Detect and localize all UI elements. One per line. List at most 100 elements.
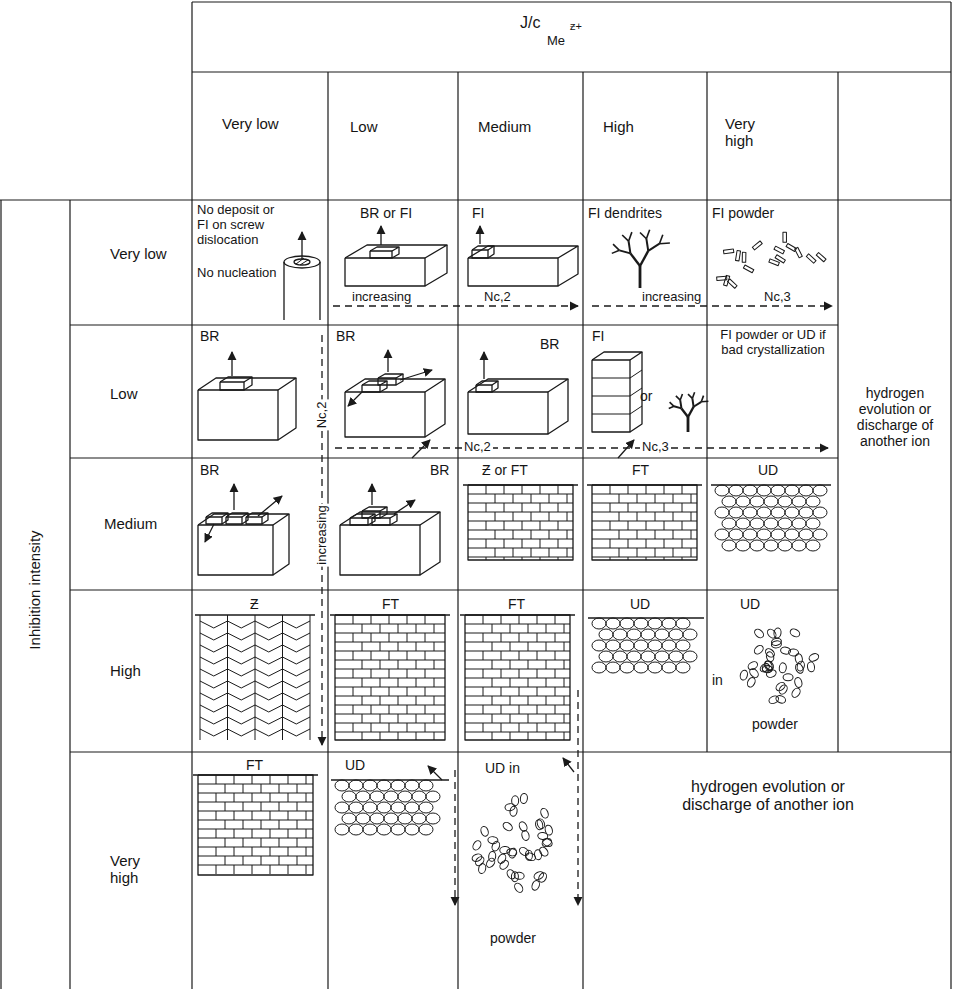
grain-boundary <box>610 539 611 548</box>
grain-boundary <box>353 651 354 660</box>
screw-dislocation-cylinder <box>319 262 320 320</box>
twin-chevron <box>255 717 283 724</box>
grain-ellipse <box>799 507 813 518</box>
grain-ellipse <box>599 629 613 640</box>
grain-boundary <box>513 530 514 539</box>
grain-ellipse <box>669 629 683 640</box>
grain-ellipse <box>377 824 391 835</box>
grain-boundary <box>252 775 253 784</box>
surface-line <box>331 779 449 780</box>
grain-boundary <box>398 624 399 633</box>
grain-ellipse <box>729 485 743 496</box>
crystal-block-front <box>345 392 425 437</box>
twin-chevron <box>200 693 228 700</box>
grain-boundary <box>492 714 493 723</box>
layer-line <box>335 714 445 715</box>
grain-ellipse <box>778 496 792 507</box>
grain-boundary <box>252 847 253 856</box>
layer-line <box>592 539 697 540</box>
grain-boundary <box>353 705 354 714</box>
grain-boundary <box>216 847 217 856</box>
cell-text: increasing <box>350 290 413 305</box>
cell-text: FI <box>472 205 484 221</box>
grain-boundary <box>664 485 665 494</box>
grain-boundary <box>225 784 226 793</box>
powder-grain <box>747 660 759 671</box>
grain-ellipse <box>799 529 813 540</box>
grain-boundary <box>306 811 307 820</box>
grain-ellipse <box>655 651 669 662</box>
grain-boundary <box>691 530 692 539</box>
powder-grain <box>780 647 791 655</box>
grain-ellipse <box>750 518 764 529</box>
grain-boundary <box>362 714 363 723</box>
twin-chevron <box>200 705 228 712</box>
twin-chevron <box>283 693 311 700</box>
grain-boundary <box>407 687 408 696</box>
grain-ellipse <box>335 780 349 791</box>
trend-arrow <box>563 758 574 772</box>
grain-boundary <box>682 485 683 494</box>
dendrite-branch <box>646 239 648 251</box>
grain-boundary <box>610 557 611 560</box>
column-header: High <box>603 118 673 135</box>
twin-chevron <box>228 717 256 724</box>
grain-boundary <box>549 548 550 557</box>
row-header: Low <box>110 385 170 402</box>
grain-boundary <box>531 494 532 503</box>
grain-boundary <box>398 642 399 651</box>
powder-grain <box>765 651 775 663</box>
crystal-block-front <box>476 385 492 392</box>
crystal-block-front <box>350 518 368 525</box>
grain-boundary <box>483 651 484 660</box>
grain-boundary <box>306 793 307 802</box>
cell-text: FI <box>592 328 604 344</box>
powder-particle <box>752 241 762 250</box>
grain-ellipse <box>676 618 690 629</box>
cell-text: or <box>640 388 652 404</box>
table-rule <box>0 200 1 989</box>
grain-boundary <box>483 723 484 732</box>
grain-boundary <box>531 530 532 539</box>
grain-ellipse <box>620 640 634 651</box>
grain-boundary <box>486 539 487 548</box>
column-header: Low <box>350 118 420 135</box>
dendrite-branch <box>670 402 674 406</box>
grain-boundary <box>261 784 262 793</box>
layer-line <box>465 642 570 643</box>
grain-boundary <box>492 678 493 687</box>
twin-chevron <box>200 645 228 652</box>
grain-ellipse <box>641 629 655 640</box>
grain-boundary <box>619 548 620 557</box>
grain-ellipse <box>335 802 349 813</box>
grain-boundary <box>531 548 532 557</box>
trend-arrow <box>428 766 442 780</box>
powder-grain <box>779 662 787 673</box>
powder-grain <box>520 793 528 804</box>
growth-arrow <box>301 232 302 260</box>
layer-line <box>468 557 573 558</box>
column-header: Very low <box>222 115 282 132</box>
grain-ellipse <box>342 813 356 824</box>
crystal-block-front <box>226 517 242 524</box>
grain-boundary <box>434 732 435 740</box>
grain-boundary <box>510 678 511 687</box>
table-rule <box>837 72 838 752</box>
dendrite-branch <box>640 251 648 266</box>
grain-boundary <box>537 651 538 660</box>
crystal-block-top <box>206 513 228 517</box>
grain-ellipse <box>785 485 799 496</box>
powder-grain <box>766 628 778 640</box>
twin-boundary <box>255 615 256 740</box>
grain-boundary <box>682 539 683 548</box>
grain-ellipse <box>736 518 750 529</box>
grain-boundary <box>540 521 541 530</box>
layer-line <box>198 802 313 803</box>
twin-chevron <box>200 681 228 688</box>
grain-boundary <box>564 642 565 651</box>
twin-boundary <box>200 615 201 740</box>
grain-boundary <box>416 732 417 740</box>
powder-grain <box>478 863 487 874</box>
dendrite-branch <box>680 394 682 400</box>
cell-text: increasing <box>315 503 330 566</box>
